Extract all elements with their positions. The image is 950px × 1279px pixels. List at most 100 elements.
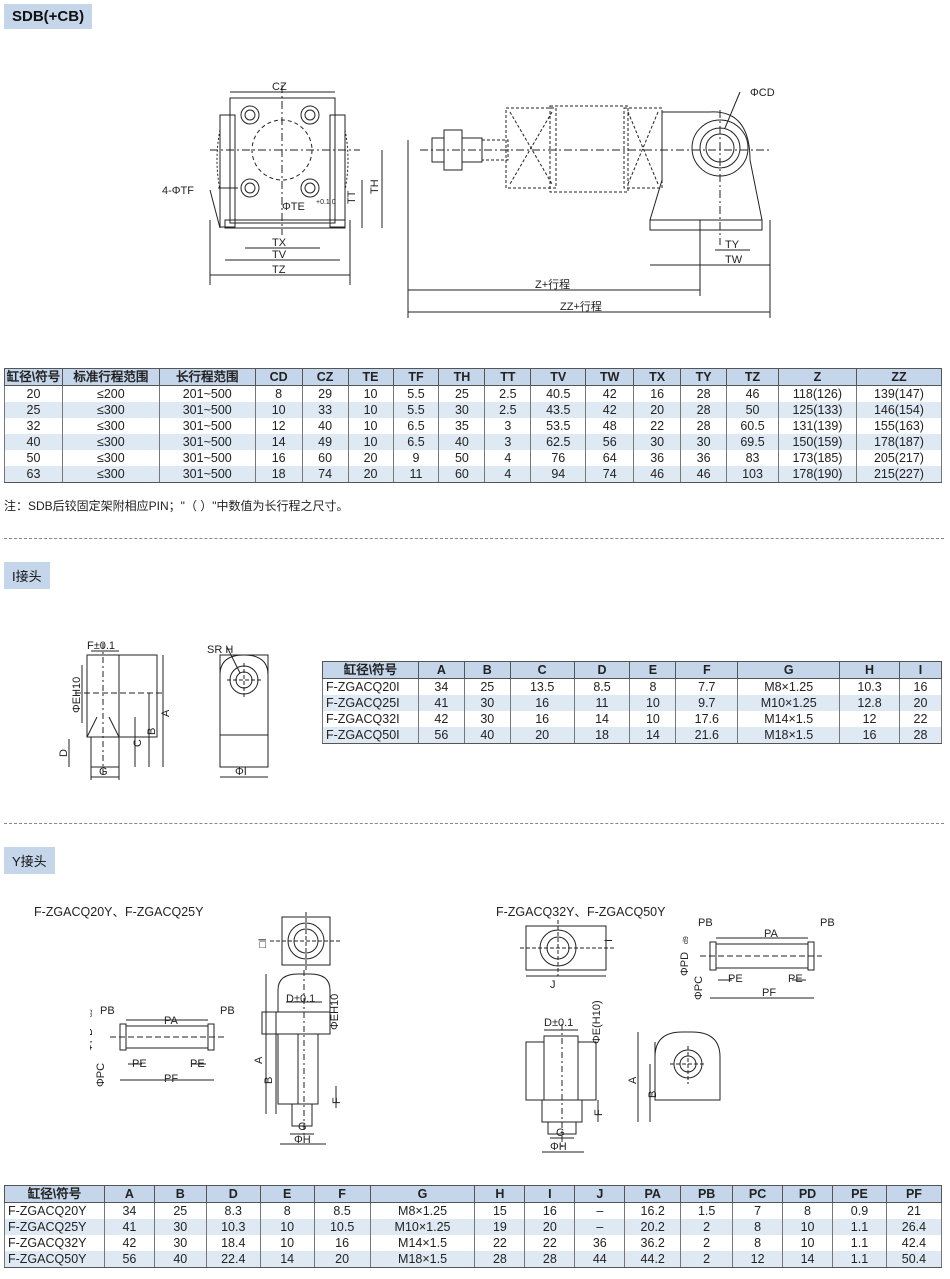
sdb-note: 注：SDB后铰固定架附相应PIN；"（ ）"中数值为长行程之尺寸。 xyxy=(4,499,349,513)
column-header: J xyxy=(574,1185,626,1203)
table-cell: 40 xyxy=(153,1251,207,1268)
i-label-eh: ΦEH10 xyxy=(71,677,83,713)
y-label-pf-r: PF xyxy=(762,987,776,999)
table-cell: 42 xyxy=(103,1235,155,1251)
y-caption-left: F-ZGACQ20Y、F-ZGACQ25Y xyxy=(34,905,204,919)
table-cell: 94 xyxy=(530,466,587,483)
y-label-pe-left: PE xyxy=(132,1058,147,1070)
table-cell: 205(217) xyxy=(855,450,943,466)
table-cell: 28 xyxy=(474,1251,526,1268)
table-cell: 19 xyxy=(474,1219,526,1235)
table-cell: 14 xyxy=(629,727,677,744)
i-label-g: G xyxy=(99,766,108,778)
table-cell: 6.5 xyxy=(392,418,440,434)
y-label-pe-r2: PE xyxy=(788,973,803,985)
table-cell: 22 xyxy=(899,711,942,727)
table-cell: ≤300 xyxy=(61,418,160,434)
y-label-pb-left: PB xyxy=(100,1005,115,1017)
table-cell: 10 xyxy=(347,434,394,450)
y-label-pb-r2: PB xyxy=(820,917,835,929)
column-header: PD xyxy=(782,1185,833,1203)
table-cell: 22.4 xyxy=(205,1251,261,1268)
table-cell: 76 xyxy=(530,450,587,466)
table-cell: 74 xyxy=(301,466,349,483)
column-header: D xyxy=(573,661,631,679)
table-cell: 42 xyxy=(585,385,635,402)
y-label-pb-r1: PB xyxy=(698,917,713,929)
y-joint-drawing-left: PB PB PA ΦPD d9 ΦPC PE PE PF □I D±0.1 ΦE… xyxy=(90,912,343,1146)
label-th: TH xyxy=(369,179,381,194)
table-cell: ≤200 xyxy=(61,385,160,402)
table-cell: 16 xyxy=(313,1235,371,1251)
y-label-a-r: A xyxy=(627,1076,639,1084)
table-cell: 36 xyxy=(633,450,682,466)
table-cell: 50 xyxy=(4,450,63,466)
section-title-y-joint: Y接头 xyxy=(4,847,55,874)
table-cell: 33 xyxy=(301,402,349,418)
table-cell: F-ZGACQ25I xyxy=(322,695,419,711)
table-cell: 40.5 xyxy=(530,385,587,402)
table-cell: 40 xyxy=(4,434,63,450)
table-cell: 42.4 xyxy=(885,1235,943,1251)
table-cell: 34 xyxy=(103,1202,155,1219)
column-header: PF xyxy=(885,1185,943,1203)
table-cell: 125(133) xyxy=(778,402,857,418)
table-cell: 215(227) xyxy=(855,466,943,483)
table-cell: 32 xyxy=(4,418,63,434)
table-cell: 5.5 xyxy=(392,402,440,418)
column-header: 缸径\符号 xyxy=(4,1185,105,1203)
table-cell: 20.2 xyxy=(624,1219,682,1235)
table-cell: 12 xyxy=(839,711,901,727)
y-joint-drawing-right: J I PB PB PA ΦPD d9 ΦPC PE PE PF D±0.1 Φ… xyxy=(520,917,835,1153)
label-tz: TZ xyxy=(272,264,286,276)
i-label-c: C xyxy=(132,739,144,747)
table-cell: 2 xyxy=(680,1219,734,1235)
table-cell: 46 xyxy=(680,466,728,483)
column-header: CZ xyxy=(301,368,349,386)
table-cell: F-ZGACQ50Y xyxy=(4,1251,105,1268)
table-cell: 63 xyxy=(4,466,63,483)
table-cell: 103 xyxy=(726,466,779,483)
table-cell: 15 xyxy=(474,1202,526,1219)
table-cell: 8 xyxy=(782,1202,833,1219)
table-cell: 0.9 xyxy=(832,1202,887,1219)
table-cell: M10×1.25 xyxy=(737,695,841,711)
table-cell: 25 xyxy=(463,678,511,695)
table-cell: 36 xyxy=(574,1235,626,1251)
table-cell: 16 xyxy=(633,385,682,402)
table-cell: 2 xyxy=(680,1251,734,1268)
y-label-d-left: D±0.1 xyxy=(286,993,315,1005)
table-cell: 56 xyxy=(417,727,465,744)
table-cell: 5.5 xyxy=(392,385,440,402)
table-cell: 12 xyxy=(732,1251,784,1268)
table-cell: ≤300 xyxy=(61,434,160,450)
table-cell: 16 xyxy=(254,450,303,466)
table-cell: M18×1.5 xyxy=(737,727,841,744)
table-cell: 178(187) xyxy=(855,434,943,450)
table-cell: 7.7 xyxy=(675,678,739,695)
table-cell: 301~500 xyxy=(158,418,256,434)
table-cell: 3 xyxy=(484,418,532,434)
table-cell: 40 xyxy=(463,727,511,744)
table-cell: 301~500 xyxy=(158,450,256,466)
column-header: ZZ xyxy=(855,368,943,386)
table-cell: 30 xyxy=(463,711,511,727)
table-cell: 25 xyxy=(153,1202,207,1219)
table-cell: 16 xyxy=(524,1202,576,1219)
table-cell: F-ZGACQ50I xyxy=(322,727,419,744)
table-cell: 28 xyxy=(899,727,942,744)
table-cell: 12.8 xyxy=(839,695,901,711)
table-cell: 6.5 xyxy=(392,434,440,450)
table-cell: 20 xyxy=(524,1219,576,1235)
table-cell: 41 xyxy=(103,1219,155,1235)
table-cell: 8 xyxy=(629,678,677,695)
table-cell: 28 xyxy=(680,418,728,434)
column-header: Z xyxy=(778,368,857,386)
table-cell: 9 xyxy=(392,450,440,466)
